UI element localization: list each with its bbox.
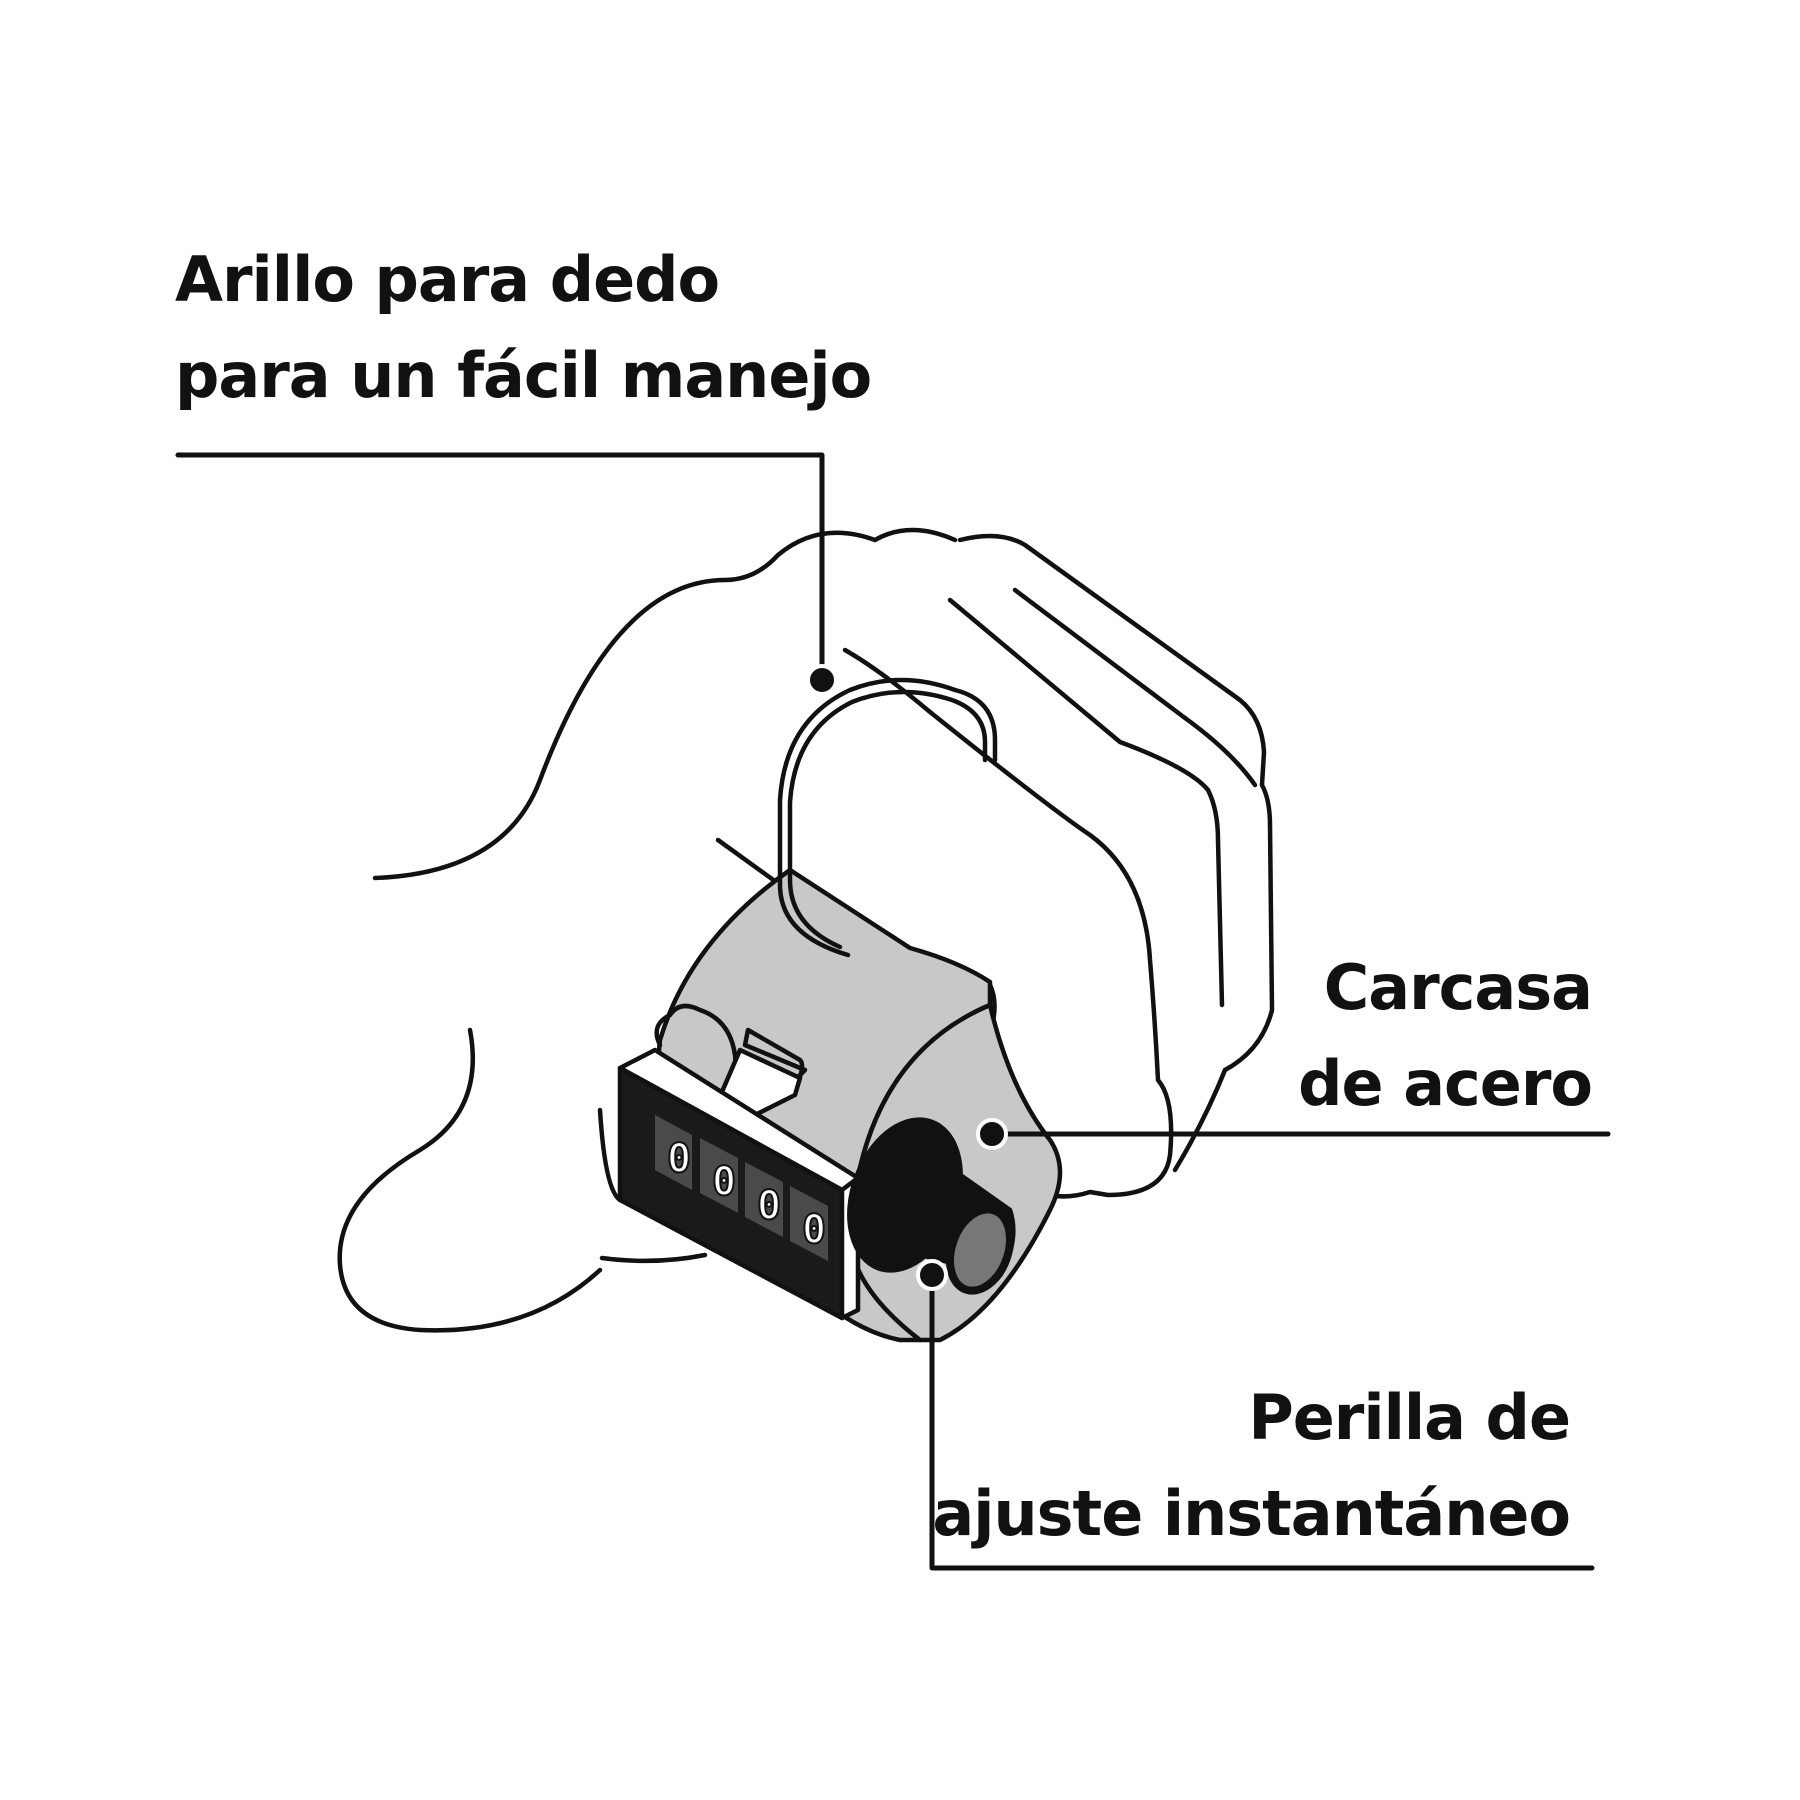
leader-line-knob [929,1272,1595,1571]
callout-finger-ring-line-1: Arillo para dedo [175,243,720,316]
callout-reset-knob-line-1: Perilla de [1248,1381,1571,1454]
anchor-dot-knob [916,1259,948,1291]
callout-steel-housing: Carcasa de acero [1298,940,1593,1132]
reset-knob [847,1117,1016,1295]
anchor-dots [806,664,1008,1291]
leader-line-ring [175,452,825,683]
digit-windows: 0 0 0 0 [655,1115,828,1261]
digit-window-4: 0 [790,1186,828,1261]
anchor-dot-housing [976,1118,1008,1150]
digit-3: 0 [757,1183,781,1229]
digit-2: 0 [712,1159,736,1205]
callout-steel-housing-line-2: de acero [1298,1047,1593,1120]
digit-window-3: 0 [745,1162,783,1237]
hand-outline [337,527,958,1333]
anchor-dot-ring [806,664,838,696]
callout-reset-knob-line-2: ajuste instantáneo [932,1477,1571,1550]
leader-lines [175,452,1611,1571]
digit-1: 0 [667,1136,691,1182]
callout-finger-ring-line-2: para un fácil manejo [175,339,872,412]
digit-window-1: 0 [655,1115,692,1190]
finger-ring [777,677,998,958]
callout-steel-housing-line-1: Carcasa [1323,951,1593,1024]
back-fingers [947,533,1275,1173]
digit-window-2: 0 [700,1138,738,1213]
callout-finger-ring: Arillo para dedo para un fácil manejo [175,232,872,424]
digit-4: 0 [802,1207,826,1253]
callout-reset-knob: Perilla de ajuste instantáneo [932,1370,1571,1562]
